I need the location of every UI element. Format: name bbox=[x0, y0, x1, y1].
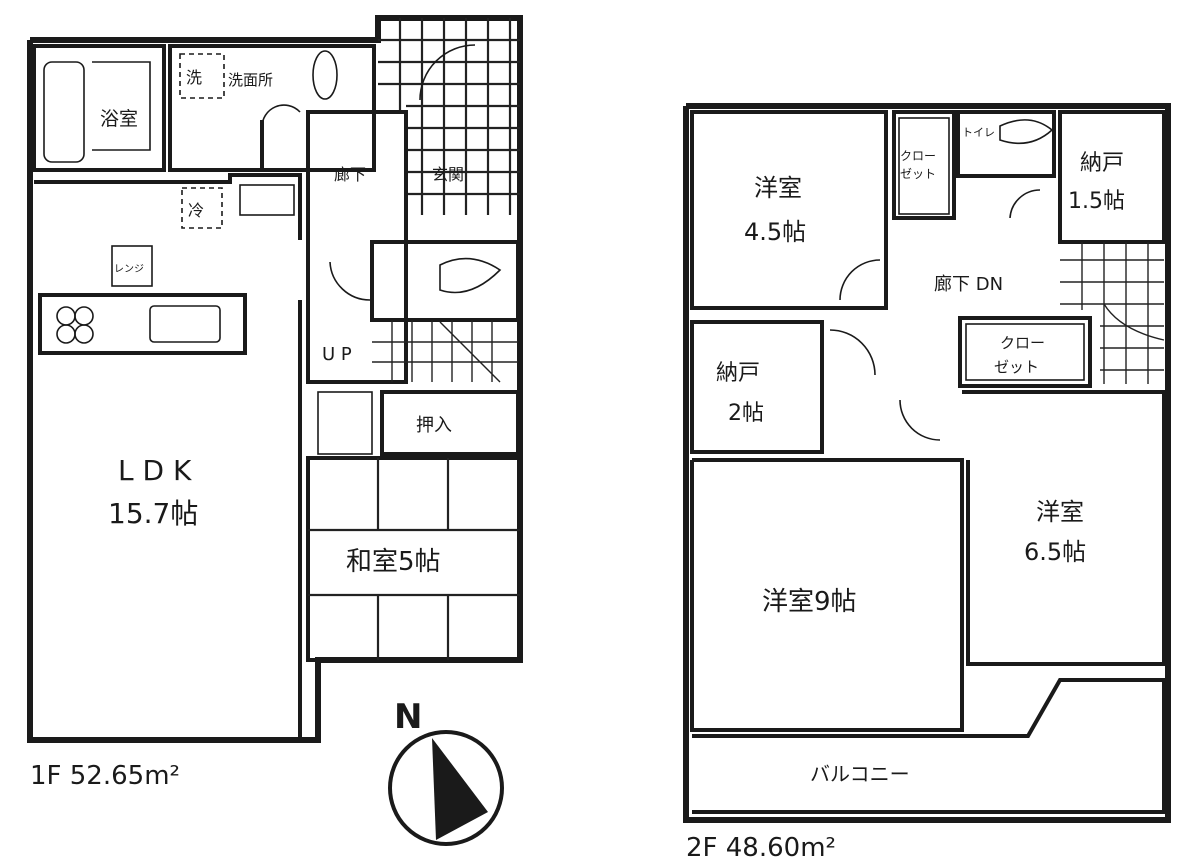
toilet-2f-icon bbox=[999, 119, 1054, 145]
label-storage-a: 納戸 bbox=[1080, 151, 1124, 176]
kitchen-sink-icon bbox=[149, 305, 221, 343]
floor2-area: 2F 48.60m² bbox=[686, 833, 836, 863]
stairs-1f bbox=[372, 320, 518, 383]
label-washitsu: 和室5帖 bbox=[346, 547, 441, 577]
label-room-c: 洋室9帖 bbox=[762, 587, 857, 617]
label-closet: 押入 bbox=[416, 415, 452, 436]
compass-ring bbox=[388, 730, 504, 846]
tatami-grid bbox=[308, 458, 520, 660]
label-closet-mid-1: クロー bbox=[1000, 334, 1045, 352]
label-room-b: 洋室 bbox=[1036, 498, 1084, 526]
label-range: レンジ bbox=[114, 264, 144, 275]
label-washroom: 洗面所 bbox=[228, 71, 273, 89]
label-fridge: 冷 bbox=[188, 201, 204, 220]
label-hall: 廊下 bbox=[334, 165, 366, 184]
label-closet-mid-2: ゼット bbox=[994, 358, 1039, 376]
label-hall-dn: 廊下 DN bbox=[934, 274, 1003, 295]
sink-icon bbox=[312, 50, 338, 100]
label-wash-machine: 洗 bbox=[186, 68, 202, 87]
floor1-plan: 浴室 洗 洗面所 冷 レンジ L D K 15.7帖 廊下 玄関 U P 押入 … bbox=[27, 15, 523, 791]
floor2-plan: 洋室 4.5帖 クロー ゼット トイレ 納戸 1.5帖 廊下 DN 納戸 2帖 … bbox=[683, 103, 1171, 863]
label-ldk-size: 15.7帖 bbox=[108, 497, 198, 530]
label-bath: 浴室 bbox=[100, 108, 138, 130]
range-icon bbox=[111, 245, 153, 287]
label-room-b-size: 6.5帖 bbox=[1024, 538, 1086, 566]
toilet-icon bbox=[439, 257, 502, 294]
label-closet-top-1: クロー bbox=[900, 149, 936, 163]
label-storage-b-size: 2帖 bbox=[728, 401, 764, 426]
fridge-icon bbox=[181, 187, 223, 229]
label-storage-a-size: 1.5帖 bbox=[1068, 189, 1125, 214]
compass-north-label: N bbox=[394, 697, 422, 737]
label-ldk: L D K bbox=[118, 454, 192, 487]
stairs-2f bbox=[1060, 242, 1165, 384]
label-storage-b: 納戸 bbox=[716, 361, 760, 386]
label-room-a-size: 4.5帖 bbox=[744, 218, 806, 246]
label-entrance: 玄関 bbox=[432, 165, 464, 184]
label-up: U P bbox=[322, 344, 352, 365]
floor1-area: 1F 52.65m² bbox=[30, 761, 180, 791]
bathtub-icon bbox=[43, 61, 85, 163]
label-balcony: バルコニー bbox=[810, 762, 910, 786]
label-closet-top-2: ゼット bbox=[900, 167, 936, 181]
washing-machine-icon bbox=[179, 53, 225, 99]
compass-needle-icon bbox=[432, 738, 488, 840]
label-room-a: 洋室 bbox=[754, 174, 802, 202]
compass: N bbox=[388, 697, 504, 846]
label-toilet: トイレ bbox=[962, 126, 995, 139]
entrance-tiles bbox=[378, 18, 520, 215]
